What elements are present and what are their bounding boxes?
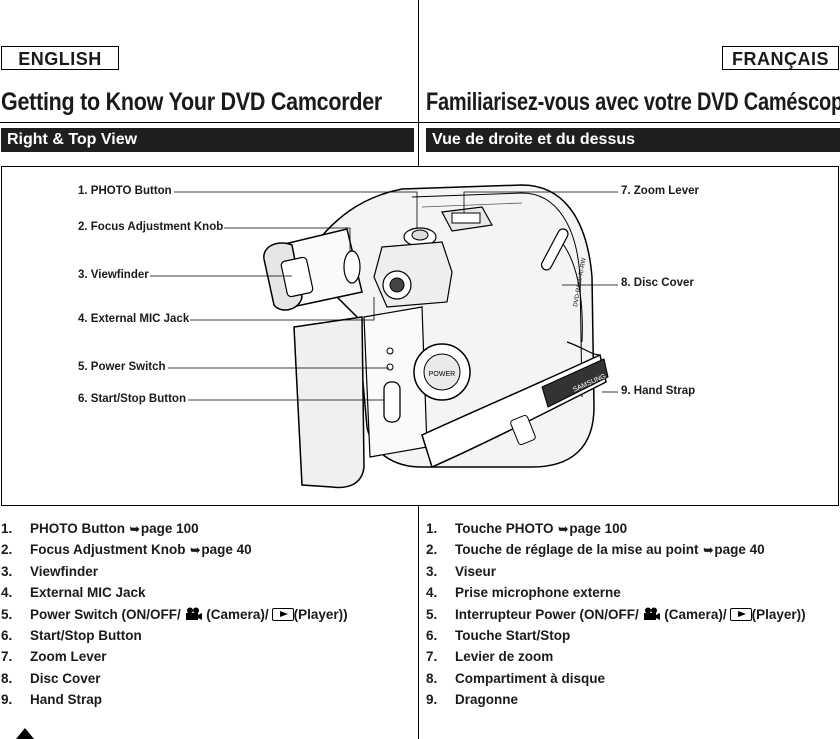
list-item: 3.Viseur xyxy=(426,563,497,579)
page-ref-arrow-icon: ➥ xyxy=(129,522,140,536)
power-dial-text: POWER xyxy=(429,371,455,378)
section-bar-english: Right & Top View xyxy=(1,128,414,152)
list-item: 5.Interrupteur Power (ON/OFF/ (Camera)/(… xyxy=(426,606,806,622)
language-tab-french: FRANÇAIS xyxy=(722,46,839,70)
callout-viewfinder: 3. Viewfinder xyxy=(78,269,149,281)
list-item: 9.Dragonne xyxy=(426,692,519,708)
parts-list-english: 1.PHOTO Button ➥page 100 2.Focus Adjustm… xyxy=(1,521,401,714)
callout-power-switch: 5. Power Switch xyxy=(78,361,166,373)
list-item: 4.Prise microphone externe xyxy=(426,585,621,601)
list-item: 6.Touche Start/Stop xyxy=(426,627,571,643)
list-item: 7.Zoom Lever xyxy=(1,649,107,665)
list-item: 1.Touche PHOTO ➥page 100 xyxy=(426,521,628,536)
list-item: 9.Hand Strap xyxy=(1,692,103,708)
list-item: 6.Start/Stop Button xyxy=(1,627,142,643)
camcorder-illustration: POWER SAMSUNG DVD-RAM/-R/-RW xyxy=(150,184,618,489)
callout-disc-cover: 8. Disc Cover xyxy=(621,277,694,289)
camera-mode-icon xyxy=(185,607,202,620)
list-item: 4.External MIC Jack xyxy=(1,585,146,601)
list-item: 8.Disc Cover xyxy=(1,670,101,686)
title-rule-right xyxy=(419,122,840,123)
player-mode-icon xyxy=(729,607,752,621)
list-item: 2.Focus Adjustment Knob ➥page 40 xyxy=(1,542,252,558)
callout-start-stop: 6. Start/Stop Button xyxy=(78,393,186,405)
list-item: 5.Power Switch (ON/OFF/ (Camera)/(Player… xyxy=(1,606,348,622)
list-item: 3.Viewfinder xyxy=(1,563,99,579)
page-corner-triangle-icon xyxy=(16,728,34,739)
player-mode-icon xyxy=(271,607,294,621)
page-ref-arrow-icon: ➥ xyxy=(190,543,201,558)
callout-zoom-lever: 7. Zoom Lever xyxy=(621,185,699,197)
camcorder-figure: POWER SAMSUNG DVD-RAM/-R/-RW 1. PHOTO Bu… xyxy=(1,166,839,506)
callout-hand-strap: 9. Hand Strap xyxy=(621,385,696,397)
title-rule-left xyxy=(0,122,418,123)
language-tab-english: ENGLISH xyxy=(1,46,119,70)
page-ref-arrow-icon: ➥ xyxy=(558,522,569,536)
callout-focus-knob: 2. Focus Adjustment Knob xyxy=(78,221,224,233)
camera-mode-icon xyxy=(643,607,660,620)
list-item: 2.Touche de réglage de la mise au point … xyxy=(426,542,765,558)
list-item: 7.Levier de zoom xyxy=(426,649,554,665)
page-title-english: Getting to Know Your DVD Camcorder xyxy=(1,88,383,116)
callout-photo-button: 1. PHOTO Button xyxy=(78,185,172,197)
page-ref-arrow-icon: ➥ xyxy=(703,543,714,558)
list-item: 8.Compartiment à disque xyxy=(426,670,606,686)
page-title-french: Familiarisez-vous avec votre DVD Camésco… xyxy=(426,88,840,116)
callout-mic-jack: 4. External MIC Jack xyxy=(78,313,190,325)
section-bar-french: Vue de droite et du dessus xyxy=(426,128,840,152)
list-item: 1.PHOTO Button ➥page 100 xyxy=(1,521,199,536)
parts-list-french: 1.Touche PHOTO ➥page 100 2.Touche de rég… xyxy=(426,521,826,714)
